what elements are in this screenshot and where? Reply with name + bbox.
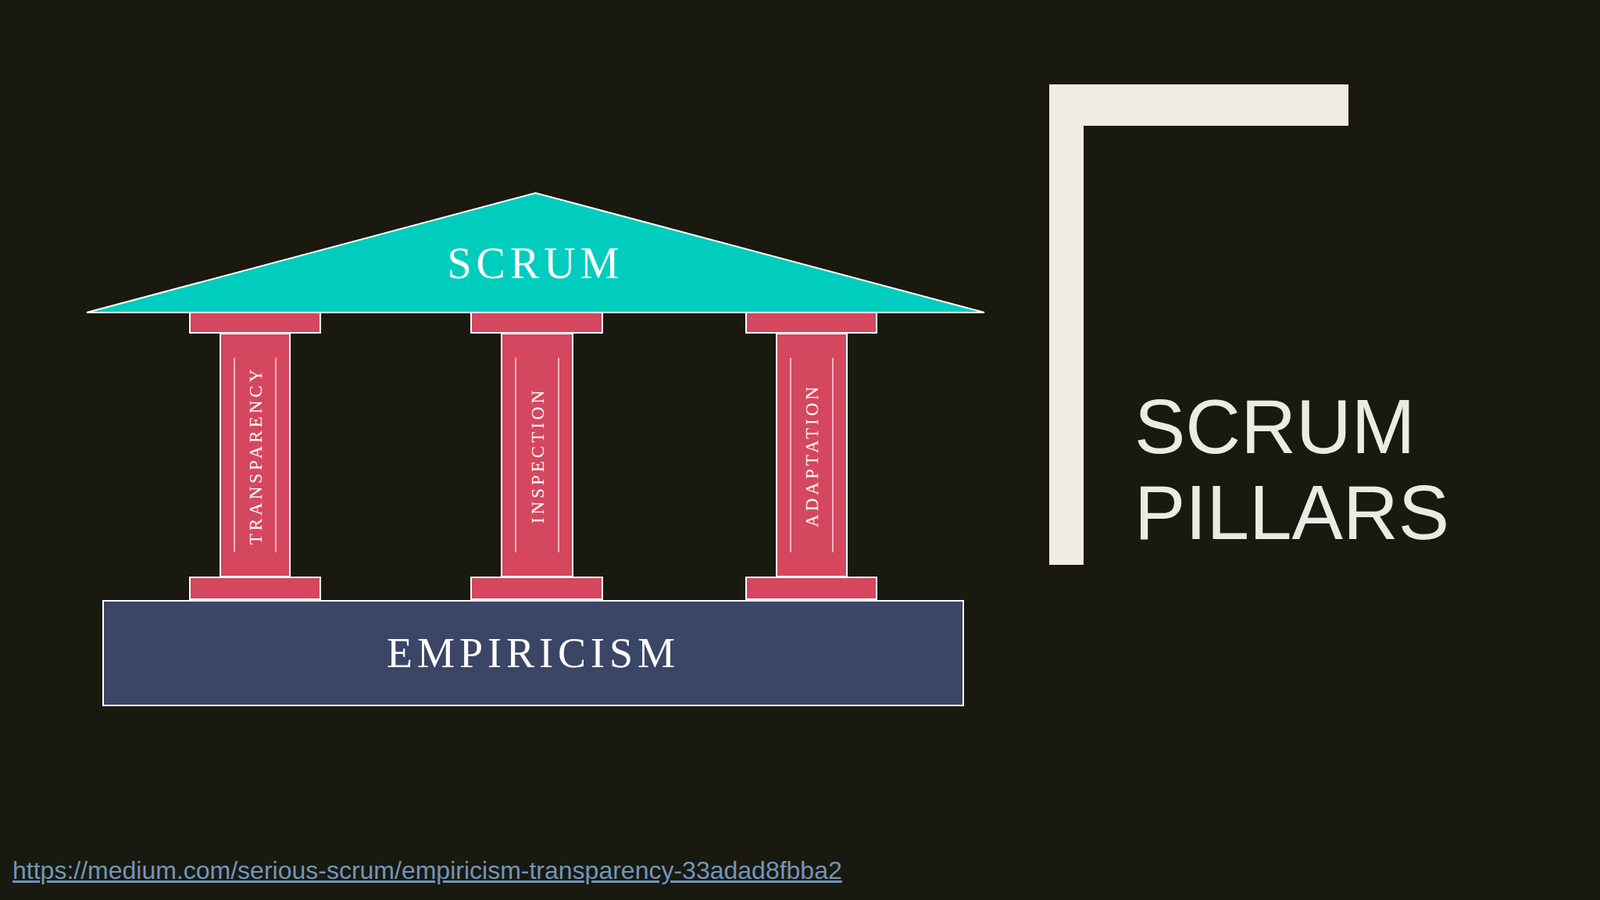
source-link: https://medium.com/serious-scrum/empiric…: [12, 856, 843, 886]
roof-triangle: [86, 192, 985, 313]
pillar-capital: [746, 312, 877, 333]
pillar-parts: [189, 312, 877, 600]
fluting-line: [275, 357, 276, 553]
pillar-capital: [471, 312, 603, 333]
pillar-shaft: INSPECTION: [500, 332, 574, 578]
pillar-shaft: TRANSPARENCY: [219, 332, 291, 578]
roof-triangle: SCRUM: [86, 192, 985, 313]
fluting-line: [832, 357, 833, 553]
fluting-line: [514, 357, 516, 553]
fluting-line: [233, 357, 235, 553]
foundation-label: EMPIRICISM: [103, 632, 963, 675]
foundation-band: EMPIRICISM: [102, 600, 965, 707]
slide-title: SCRUM PILLARS: [1134, 384, 1450, 557]
pillar-label: TRANSPARENCY: [246, 365, 265, 545]
pillar-label: INSPECTION: [528, 386, 547, 523]
pillar-capital: [189, 312, 321, 333]
roof-label: SCRUM: [86, 241, 985, 286]
pillar-foot: [189, 577, 321, 600]
pillar-foot: [471, 577, 603, 600]
pillar-foot: [746, 577, 877, 600]
fluting-line: [789, 357, 791, 553]
pillar-shaft: ADAPTATION: [775, 332, 848, 578]
bracket-bar: [1049, 84, 1084, 565]
fluting-line: [557, 357, 559, 553]
pillar-label: ADAPTATION: [803, 383, 822, 528]
bracket-bar: [1049, 84, 1349, 126]
